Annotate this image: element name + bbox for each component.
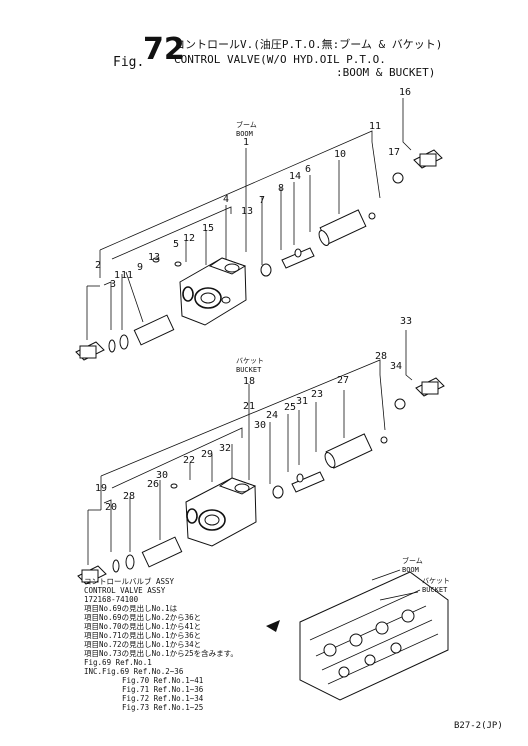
assy-jp-line-3: 項目No.70の見出しNo.1から41と: [84, 622, 202, 631]
fig-number: 72: [143, 32, 185, 67]
callout-22: 22: [183, 455, 196, 466]
inset-bucket-jp: バケット: [422, 577, 450, 585]
assy-en-line-1: Fig.69 Ref.No.1: [84, 658, 152, 667]
callout-28: 28: [375, 351, 388, 362]
callout-2: 2: [95, 260, 102, 271]
assy-en-line-6: Fig.73 Ref.No.1~25: [122, 703, 204, 712]
assy-en-line-5: Fig.72 Ref.No.1~34: [122, 694, 204, 703]
callout-34: 34: [390, 361, 403, 372]
title-english-line1: CONTROL VALVE(W/O HYD.OIL P.T.O.: [174, 53, 386, 66]
callout-14: 14: [289, 171, 302, 182]
assy-note-en-title: CONTROL VALVE ASSY: [84, 586, 166, 595]
callout-11b: 11: [121, 270, 134, 281]
assy-note-jp-title: コントロールバルブ ASSY: [84, 577, 175, 586]
callout-1: 1: [243, 137, 250, 148]
inset-boom-jp: ブーム: [402, 557, 423, 565]
assy-jp-line-5: 項目No.72の見出しNo.1から34と: [84, 640, 202, 649]
callout-11: 11: [369, 121, 382, 132]
callout-6: 6: [305, 164, 312, 175]
callout-32: 32: [219, 443, 232, 454]
callout-1b: 1: [114, 270, 121, 281]
callout-25: 25: [284, 402, 297, 413]
bucket-label-en: BUCKET: [236, 366, 262, 374]
callout-5: 5: [173, 239, 180, 250]
callout-24: 24: [266, 410, 279, 421]
callout-20: 20: [105, 502, 118, 513]
assy-jp-line-6: 項目No.73の見出しNo.1から25を含みます。: [84, 649, 238, 658]
callout-21: 21: [243, 401, 256, 412]
callout-3: 3: [110, 279, 117, 290]
callout-13: 13: [241, 206, 254, 217]
inset-bucket-en: BUCKET: [422, 586, 448, 594]
boom-assembly: [75, 98, 443, 361]
callout-30b: 30: [156, 470, 169, 481]
callout-4: 4: [223, 194, 230, 205]
boom-label-en: BOOM: [236, 130, 253, 138]
assy-jp-line-2: 項目No.69の見出しNo.2から36と: [84, 613, 202, 622]
callout-23: 23: [311, 389, 324, 400]
callout-8: 8: [278, 183, 285, 194]
callout-18: 18: [243, 376, 256, 387]
assy-jp-line-4: 項目No.71の見出しNo.1から36と: [84, 631, 202, 640]
callout-30: 30: [254, 420, 267, 431]
callout-7: 7: [259, 195, 266, 206]
fig-label: Fig.: [113, 55, 145, 70]
page-id: B27-2(JP): [454, 721, 503, 731]
assy-part-number: 172168-74100: [84, 595, 139, 604]
callout-31: 31: [296, 396, 309, 407]
callout-27: 27: [337, 375, 350, 386]
title-english-line2: :BOOM & BUCKET): [336, 66, 436, 79]
inset-boom-en: BOOM: [402, 566, 419, 574]
assy-en-line-4: Fig.71 Ref.No.1~36: [122, 685, 204, 694]
assy-en-line-3: Fig.70 Ref.No.1~41: [122, 676, 204, 685]
boom-label-jp: ブーム: [236, 121, 257, 129]
callout-17: 17: [388, 147, 401, 158]
callout-29: 29: [201, 449, 214, 460]
callout-26: 26: [147, 479, 160, 490]
callout-19: 19: [95, 483, 108, 494]
callout-16: 16: [399, 87, 412, 98]
assy-en-line-2: INC.Fig.69 Ref.No.2~36: [84, 667, 184, 676]
callout-33: 33: [400, 316, 413, 327]
assy-jp-line-1: 項目No.69の見出しNo.1は: [84, 604, 178, 613]
location-inset: [266, 569, 449, 701]
bucket-label-jp: バケット: [236, 357, 264, 365]
callout-12: 12: [183, 233, 196, 244]
callout-15: 15: [202, 223, 215, 234]
title-japanese: コントロールV.(油圧P.T.O.無:ブーム & バケット): [174, 38, 443, 51]
callout-9: 9: [137, 262, 144, 273]
bucket-assembly: [77, 330, 445, 585]
callout-10: 10: [334, 149, 347, 160]
callout-28b: 28: [123, 491, 136, 502]
callout-13b: 13: [148, 252, 161, 263]
